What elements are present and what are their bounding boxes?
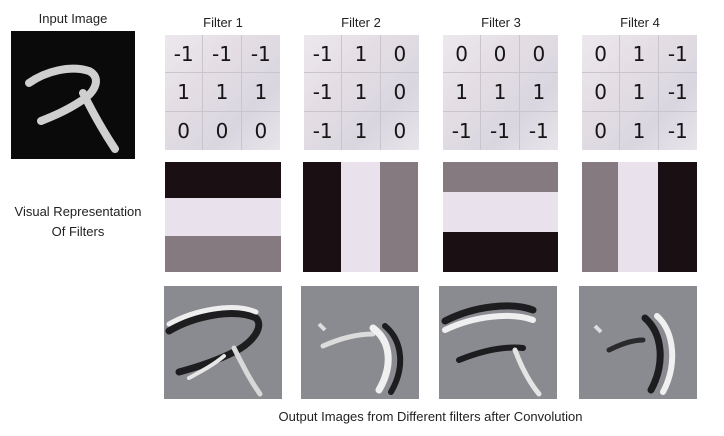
filter-4-kernel: 0 1 -1 0 1 -1 0 1 -1 (582, 35, 697, 150)
kernel-cell: -1 (528, 118, 549, 143)
kernel-cell: 0 (203, 111, 242, 150)
kernel-cell: 0 (481, 35, 520, 74)
kernel-cell: -1 (667, 118, 688, 143)
filter-2-kernel: -1 1 0 -1 1 0 -1 1 0 (304, 35, 419, 150)
kernel-cell: 1 (165, 73, 204, 112)
digit-seven-image (25, 64, 119, 153)
kernel-cell: 0 (254, 118, 268, 143)
kernel-cell: -1 (203, 35, 242, 74)
kernel-cell: 1 (519, 73, 558, 112)
kernel-cell: 0 (165, 111, 204, 150)
visual-label-line-2: Of Filters (51, 224, 105, 239)
kernel-cell: 1 (481, 73, 520, 112)
filter-3-output-image (441, 302, 542, 397)
kernel-cell: 1 (241, 73, 280, 112)
filter-2-output (301, 286, 419, 399)
filter-3-title: Filter 3 (481, 15, 521, 30)
kernel-cell: 0 (582, 73, 621, 112)
kernel-cell: 1 (620, 35, 659, 74)
kernel-cell: -1 (481, 111, 520, 150)
kernel-cell: 1 (620, 73, 659, 112)
kernel-cell: -1 (658, 73, 697, 112)
filter-1-output-image (165, 305, 263, 397)
filter-4-visual (582, 162, 697, 272)
kernel-cell: -1 (658, 35, 697, 74)
kernel-cell: 1 (342, 111, 381, 150)
kernel-cell: 1 (620, 111, 659, 150)
filter-1-title: Filter 1 (203, 15, 243, 30)
filter-2-visual (303, 162, 418, 272)
filter-2-title: Filter 2 (341, 15, 381, 30)
kernel-cell: -1 (304, 111, 343, 150)
kernel-cell: 1 (342, 73, 381, 112)
filter-1-visual (165, 162, 281, 272)
filter-1-kernel: -1 -1 -1 1 1 1 0 0 0 (165, 35, 280, 150)
visual-label-line-1: Visual Representation (14, 204, 142, 219)
kernel-cell: 0 (393, 118, 407, 143)
kernel-cell: 1 (443, 73, 482, 112)
filter-1-output (164, 286, 282, 399)
input-image-label: Input Image (38, 11, 108, 26)
visual-representation-label: Visual Representation Of Filters (4, 202, 152, 242)
kernel-cell: 0 (519, 35, 558, 74)
filter-4-title: Filter 4 (620, 15, 660, 30)
filter-3-visual (443, 162, 558, 272)
kernel-cell: -1 (241, 35, 280, 74)
filter-3-output (439, 286, 557, 399)
kernel-cell: 0 (582, 35, 621, 74)
filter-3-kernel: 0 0 0 1 1 1 -1 -1 -1 (443, 35, 558, 150)
kernel-cell: 0 (582, 111, 621, 150)
kernel-cell: 0 (443, 35, 482, 74)
kernel-cell: -1 (165, 35, 204, 74)
kernel-cell: -1 (443, 111, 482, 150)
filter-4-output (579, 286, 697, 399)
kernel-cell: 0 (380, 73, 419, 112)
filter-4-output-image (593, 313, 676, 395)
kernel-cell: -1 (304, 35, 343, 74)
filter-2-output-image (317, 322, 404, 395)
kernel-cell: 1 (203, 73, 242, 112)
kernel-cell: 1 (342, 35, 381, 74)
kernel-cell: -1 (304, 73, 343, 112)
output-caption: Output Images from Different filters aft… (278, 409, 583, 424)
kernel-cell: 0 (380, 35, 419, 74)
input-image (11, 31, 135, 159)
